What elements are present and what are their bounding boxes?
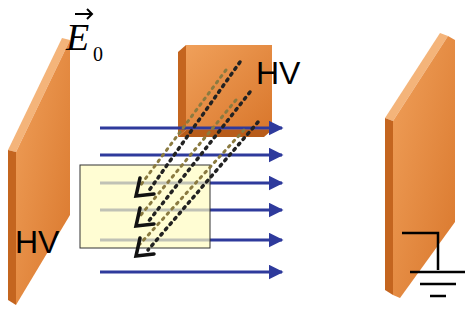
- e0-field-arrows: [136, 62, 258, 256]
- voltage-label: HV: [15, 226, 59, 258]
- ground-plate-right: [385, 33, 455, 298]
- field-symbol: E: [66, 18, 89, 56]
- field-subscript: 0: [93, 44, 103, 64]
- ground-symbol: [402, 233, 465, 296]
- voltage-label: HV: [256, 57, 300, 89]
- hv-plate-left: [8, 38, 70, 305]
